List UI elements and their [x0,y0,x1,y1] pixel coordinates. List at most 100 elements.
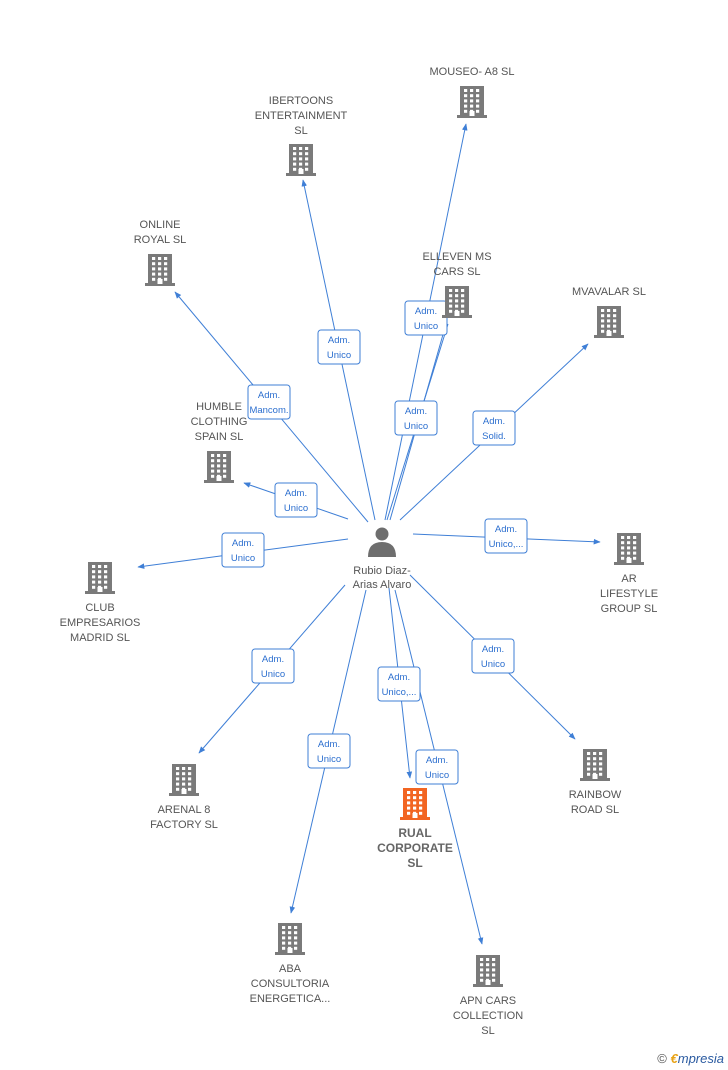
edge-label-ibertoons[interactable]: Adm. Unico [317,329,361,365]
edge-label-mouseo[interactable]: Adm.Unico [404,300,448,336]
edge-label-line: Adm. [426,755,448,766]
company-label: ONLINE [140,219,181,231]
building-icon [286,144,316,176]
edge-label-line: Unico,... [382,687,417,698]
edge-label-line: Adm. [405,406,427,417]
company-label: ARENAL 8 [158,804,211,816]
building-icon [275,923,305,955]
building-icon [473,955,503,987]
company-label: MADRID SL [70,632,130,644]
building-icon [442,286,472,318]
company-label: MOUSEO- A8 SL [430,66,515,78]
edge-label-line: Mancom. [249,405,288,416]
edge-label-humble[interactable]: Adm. Unico [274,482,318,518]
edge-label-line: Adm. [232,538,254,549]
edge-label-ar-lifestyle[interactable]: Adm. Unico,... [484,518,528,554]
edge-label-aba[interactable]: Adm.Unico [307,733,351,769]
brand-logo-e: € [670,1051,678,1066]
company-label: IBERTOONS [269,95,333,107]
person-node[interactable]: Rubio Diaz- Arias Alvaro [353,527,412,592]
edge-label-line: Unico [481,659,505,670]
building-icon [85,562,115,594]
company-label: CLOTHING [191,416,248,428]
edge-label-rual[interactable]: Adm. Unico,... [377,666,421,702]
edge-label-line: Adm. [258,390,280,401]
company-node-aba[interactable]: ABACONSULTORIAENERGETICA... [250,923,331,1005]
person-icon [368,527,396,557]
company-node-online-royal[interactable]: ONLINE ROYAL SL [134,219,187,286]
edge-label-online-royal[interactable]: Adm. Mancom. [247,384,291,420]
edge-label-line: Unico [404,421,428,432]
building-icon [580,749,610,781]
company-label: ENERGETICA... [250,993,331,1005]
company-label: ELLEVEN MS [422,251,491,263]
company-label: SPAIN SL [195,431,244,443]
edge-label-line: Unico [425,770,449,781]
company-node-rainbow[interactable]: RAINBOW ROAD SL [569,749,622,816]
company-label: AR [621,573,636,585]
edge-label-arenal[interactable]: Adm.Unico [251,648,295,684]
building-icon [614,533,644,565]
company-node-ibertoons[interactable]: IBERTOONS ENTERTAINMENT SL [255,95,348,176]
company-label: CORPORATE [377,841,453,855]
building-icon [204,451,234,483]
edge-label-apn[interactable]: Adm. Unico [415,749,459,785]
edge-label-line: Adm. [483,416,505,427]
building-icon [594,306,624,338]
company-label: ROYAL SL [134,234,187,246]
brand-logo-text: mpresia [677,1051,724,1066]
copyright-symbol: © [657,1051,667,1066]
person-name-label: Rubio Diaz- [353,565,411,577]
company-node-humble[interactable]: HUMBLE CLOTHING SPAIN SL [191,401,248,483]
edge-label-line: Solid. [482,431,506,442]
company-label: COLLECTION [453,1010,523,1022]
edge-label-elleven[interactable]: Adm. Unico [394,400,438,436]
edge-label-line: Adm. [482,644,504,655]
building-icon [400,788,430,820]
building-icon [169,764,199,796]
edge-label-line: Adm. [495,524,517,535]
company-label: MVAVALAR SL [572,286,646,298]
nodes-layer: MOUSEO- A8 SL IBERTOONS ENTERTAINMENT SL ONL… [60,66,658,1037]
company-label: RAINBOW [569,789,622,801]
company-label: CLUB [85,602,114,614]
company-label: ROAD SL [571,804,619,816]
edge-label-line: Unico [317,754,341,765]
edge-label-line: Unico [414,321,438,332]
edge-label-line: Unico [327,350,351,361]
company-label: SL [407,856,422,870]
company-node-mvavalar[interactable]: MVAVALAR SL [572,286,646,338]
company-node-mouseo[interactable]: MOUSEO- A8 SL [430,66,515,118]
building-icon [145,254,175,286]
company-label: SL [294,125,307,137]
edge-label-line: Adm. [388,672,410,683]
edge-label-mvavalar[interactable]: Adm. Solid. [472,410,516,446]
edge-label-line: Adm. [285,488,307,499]
person-name-label: Arias Alvaro [353,579,412,591]
company-label: APN CARS [460,995,516,1007]
company-label: RUAL [398,826,431,840]
company-label: LIFESTYLE [600,588,658,600]
edge-label-line: Adm. [328,335,350,346]
edge-label-club[interactable]: Adm. Unico [221,532,265,568]
company-label: HUMBLE [196,401,242,413]
edge-label-rainbow[interactable]: Adm. Unico [471,638,515,674]
company-label: ABA [279,963,302,975]
company-label: EMPRESARIOS [60,617,141,629]
edge-label-line: Unico [231,553,255,564]
edge-label-line: Unico [261,669,285,680]
company-label: ENTERTAINMENT [255,110,348,122]
company-node-club[interactable]: CLUB EMPRESARIOS MADRID SL [60,562,141,644]
edge-label-line: Unico [284,503,308,514]
brand-footer: © €mpresia [657,1051,724,1066]
edge-label-line: Unico,... [489,539,524,550]
building-icon [457,86,487,118]
